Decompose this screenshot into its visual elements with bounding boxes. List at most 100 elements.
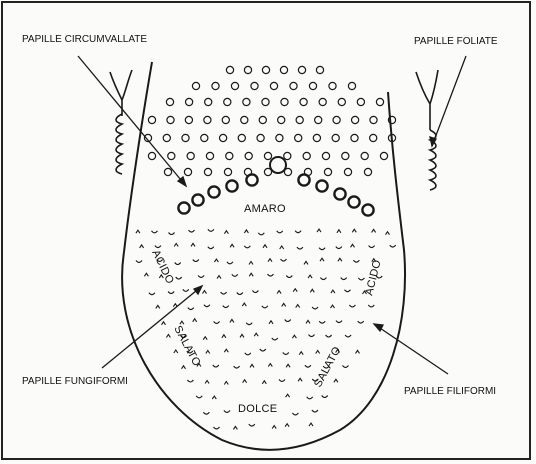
papilla-dot [342, 152, 349, 159]
papilla-mark [263, 245, 267, 248]
papilla-dot [332, 134, 339, 141]
papilla-mark [268, 274, 274, 276]
papilla-dot [352, 116, 359, 123]
papilla-mark [224, 382, 228, 385]
papilla-dot [220, 134, 227, 141]
papilla-dot [251, 82, 258, 89]
papilla-mark [169, 233, 175, 235]
papilla-mark [213, 365, 219, 367]
papilla-dot [290, 82, 297, 89]
papilla-mark [249, 262, 253, 265]
papilla-dot [322, 152, 329, 159]
papilla-mark [272, 426, 276, 429]
papilla-mark [279, 379, 285, 381]
papilla-dot [192, 82, 199, 89]
papilla-mark [196, 396, 202, 398]
papilla-dot [278, 116, 285, 123]
papilla-mark [308, 275, 312, 278]
papilla-dot [148, 116, 155, 123]
label-filiform: PAPILLE FILIFORMI [404, 386, 496, 397]
zone-sour-left: ACIDO [149, 248, 176, 286]
circumvallate-papilla [316, 180, 327, 191]
papilla-dot [276, 134, 283, 141]
papilla-mark [249, 273, 253, 276]
papilla-mark [244, 246, 250, 248]
papilla-dot [262, 98, 269, 105]
arrow-circumvallate [78, 56, 186, 186]
label-fungiform: PAPILLE FUNGIFORMI [22, 376, 128, 387]
circumvallate-papilla [246, 174, 257, 185]
papilla-dot [303, 152, 310, 159]
papilla-dot [168, 152, 175, 159]
papilla-mark [295, 231, 301, 233]
papilla-mark [268, 364, 272, 367]
papilla-mark [312, 410, 318, 412]
papilla-dot [338, 98, 345, 105]
papilla-mark [224, 349, 228, 352]
papilla-mark [337, 230, 341, 233]
right-foliate-papillae [416, 70, 438, 190]
papilla-mark [224, 410, 230, 412]
circumvallate-papilla [298, 174, 309, 185]
papilla-mark [203, 412, 209, 414]
papilla-mark [249, 424, 255, 426]
label-circumvallate: PAPILLE CIRCUMVALLATE [22, 34, 147, 45]
papilla-dot [148, 152, 155, 159]
papilla-large [270, 157, 286, 173]
papilla-mark [338, 258, 342, 261]
papilla-mark [149, 293, 155, 295]
papilla-mark [352, 229, 356, 232]
circumvallate-papilla [208, 186, 219, 197]
papilla-mark [369, 246, 375, 248]
papilla-mark [334, 379, 338, 382]
papilla-mark [166, 335, 170, 338]
upper-papillae-dots [144, 66, 395, 175]
papilla-mark [237, 293, 243, 295]
papilla-dot [166, 98, 173, 105]
papilla-mark [331, 305, 335, 308]
papilla-mark [205, 381, 209, 384]
papilla-dot [319, 98, 326, 105]
papilla-dot [185, 116, 192, 123]
papilla-mark [204, 305, 210, 307]
papilla-dot [222, 116, 229, 123]
papilla-dot [184, 168, 191, 175]
papilla-dot [244, 66, 251, 73]
papilla-mark [272, 338, 278, 340]
papilla-mark [144, 273, 148, 276]
papilla-dot [295, 134, 302, 141]
left-foliate-papillae [110, 70, 132, 174]
papilla-mark [245, 353, 251, 355]
papilla-mark [250, 364, 254, 367]
papilla-mark [349, 305, 355, 307]
papilla-mark [140, 245, 144, 248]
papilla-mark [214, 259, 218, 262]
papilla-mark [244, 230, 248, 233]
papilla-mark [282, 303, 286, 306]
papilla-dot [245, 152, 252, 159]
circumvallate-papilla [362, 204, 373, 215]
papilla-dot [300, 98, 307, 105]
papilla-dot [364, 168, 371, 175]
papilla-mark [345, 335, 351, 337]
papilla-mark [304, 261, 308, 264]
papilla-mark [227, 262, 233, 264]
papilla-mark [312, 307, 318, 309]
papilla-dot [264, 152, 271, 159]
papilla-mark [317, 229, 321, 232]
zone-bitter: AMARO [244, 203, 286, 215]
papilla-mark [217, 276, 221, 279]
papilla-mark [240, 334, 244, 337]
papilla-mark [336, 321, 342, 323]
papilla-mark [232, 274, 238, 276]
papilla-mark [310, 289, 314, 292]
papilla-mark [309, 335, 315, 337]
papilla-dot [298, 66, 305, 73]
papilla-dot [344, 168, 351, 175]
papilla-mark [187, 380, 193, 382]
papilla-dot [324, 168, 331, 175]
pointer-arrows [78, 56, 466, 374]
papilla-mark [212, 396, 216, 399]
papilla-dot [164, 168, 171, 175]
